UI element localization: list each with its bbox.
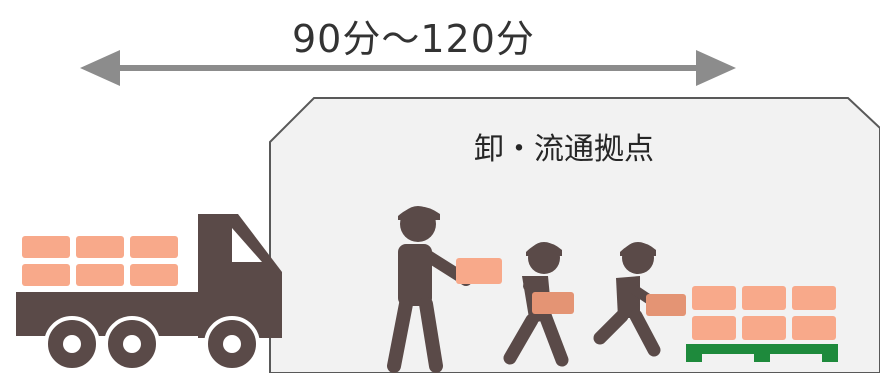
cargo-box-icon: [456, 258, 502, 284]
truck-icon: [16, 214, 282, 372]
cargo-box-icon: [646, 294, 686, 316]
duration-arrow: [80, 50, 736, 86]
cargo-box-icon: [76, 236, 124, 258]
facility-label: 卸・流通拠点: [474, 132, 654, 167]
truck-wheel: [204, 316, 260, 372]
cargo-box-icon: [692, 316, 736, 340]
cargo-box-icon: [130, 264, 178, 286]
truck-cargo: [22, 236, 178, 286]
cargo-box-icon: [692, 286, 736, 310]
cargo-box-icon: [742, 286, 786, 310]
truck-wheel: [104, 316, 160, 372]
duration-label: 90分〜120分: [292, 17, 535, 61]
cargo-box-icon: [130, 236, 178, 258]
cargo-box-icon: [792, 286, 836, 310]
cargo-box-icon: [22, 264, 70, 286]
pallet-stack: [686, 286, 838, 362]
cargo-box-icon: [22, 236, 70, 258]
cargo-box-icon: [532, 292, 574, 314]
cargo-box-icon: [742, 316, 786, 340]
cargo-box-icon: [76, 264, 124, 286]
pallet-icon: [686, 344, 838, 362]
truck-wheel: [44, 316, 100, 372]
cargo-box-icon: [792, 316, 836, 340]
